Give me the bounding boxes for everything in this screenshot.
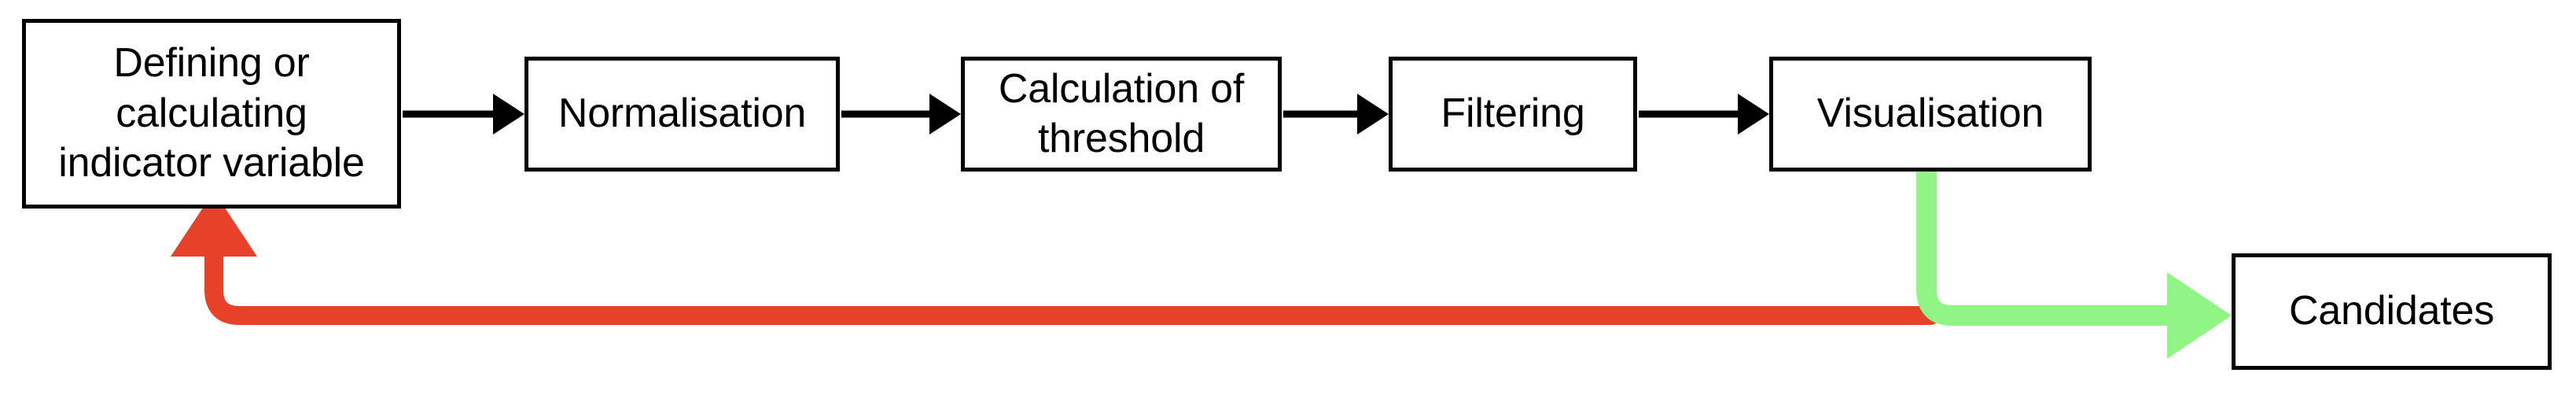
edge-feedback-to-defining (171, 191, 1940, 325)
edge-filtering-to-visualisation (1639, 94, 1769, 135)
node-normalisation[interactable]: Normalisation (524, 57, 840, 172)
node-label: Visualisation (1816, 90, 2044, 137)
edge-defining-to-normalisation (403, 94, 524, 135)
node-label: Candidates (2288, 288, 2495, 334)
node-label: Filtering (1441, 90, 1585, 137)
node-label: Defining or calculating indicator variab… (58, 40, 365, 186)
node-visualisation[interactable]: Visualisation (1769, 57, 2092, 172)
node-calculation-of-threshold[interactable]: Calculation of threshold (961, 57, 1282, 172)
edge-normalisation-to-threshold (841, 94, 961, 135)
node-filtering[interactable]: Filtering (1389, 57, 1637, 172)
node-label: Normalisation (558, 90, 807, 137)
edge-threshold-to-filtering (1283, 94, 1389, 135)
node-defining-calculating-indicator-variable[interactable]: Defining or calculating indicator variab… (22, 19, 401, 209)
node-candidates[interactable]: Candidates (2232, 253, 2552, 370)
edge-visualisation-to-candidates (1916, 169, 2232, 359)
node-label: Calculation of threshold (998, 65, 1245, 161)
